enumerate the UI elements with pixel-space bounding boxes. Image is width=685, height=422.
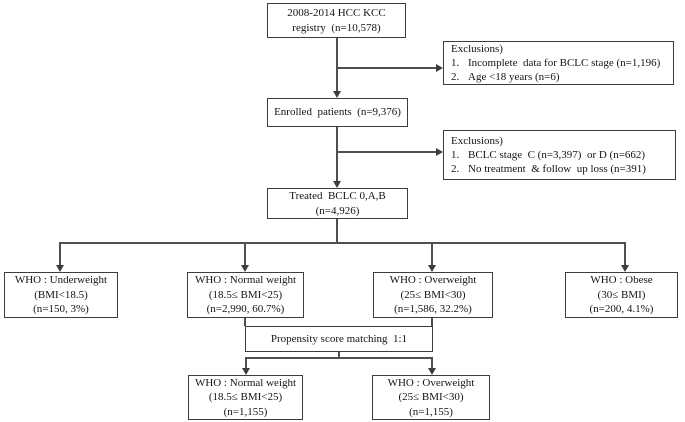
exclusions-2-item-2-number: 2.: [451, 163, 460, 176]
who-overweight-line3: (n=1,586, 32.2%): [394, 303, 472, 316]
propensity-matching-label: Propensity score matching 1:1: [270, 332, 408, 345]
exclusions-2-item-2-text: No treatment & follow up loss (n=391): [468, 163, 646, 176]
connector-split-matched-normal: [245, 357, 247, 369]
arrowhead-matched-normal: [242, 368, 250, 375]
who-overweight-line2: (25≤ BMI<30): [400, 288, 466, 301]
enrolled-line1: Enrolled patients (n=9,376): [274, 106, 401, 119]
registry-box: 2008-2014 HCC KCC registry (n=10,578): [267, 3, 406, 38]
exclusions-2-item-1-number: 1.: [451, 148, 460, 161]
connector-normal-matching: [244, 318, 246, 326]
connector-treated-branch: [336, 219, 338, 244]
who-overweight-box: WHO : Overweight (25≤ BMI<30) (n=1,586, …: [373, 272, 493, 318]
connector-overweight-matching: [431, 318, 433, 326]
exclusions-2-item-1: 1. BCLC stage C (n=3,397) or D (n=662): [451, 148, 645, 162]
arrowhead-overweight: [428, 265, 436, 272]
connector-branch-overweight: [431, 242, 433, 266]
exclusions-1-item-2: 2. Age <18 years (n=6): [451, 70, 560, 84]
exclusions-1-item-1-text: Incomplete data for BCLC stage (n=1,196): [468, 56, 661, 69]
who-normal-line3: (n=2,990, 60.7%): [206, 303, 285, 316]
arrowhead-exclusions-1: [436, 64, 443, 72]
connector-exclusions-2: [336, 151, 437, 153]
matched-overweight-line2: (25≤ BMI<30): [398, 391, 464, 404]
arrowhead-matched-overweight: [428, 368, 436, 375]
who-obese-line2: (30≤ BMI): [597, 288, 646, 301]
matched-normal-line2: (18.5≤ BMI<25): [208, 391, 283, 404]
split-horizontal-line: [245, 357, 433, 359]
treated-line2: (n=4,926): [315, 204, 360, 217]
connector-branch-obese: [624, 242, 626, 266]
registry-line1: 2008-2014 HCC KCC: [287, 6, 386, 19]
arrowhead-normal: [241, 265, 249, 272]
exclusions-1-item-2-number: 2.: [451, 71, 460, 84]
arrowhead-underweight: [56, 265, 64, 272]
connector-enrolled-treated: [336, 127, 338, 183]
connector-branch-normal: [244, 242, 246, 266]
exclusions-1-header: Exclusions): [451, 42, 503, 55]
who-overweight-line1: WHO : Overweight: [389, 274, 477, 287]
arrowhead-obese: [621, 265, 629, 272]
exclusions-2-item-1-text: BCLC stage C (n=3,397) or D (n=662): [468, 148, 646, 161]
connector-matching-split: [338, 352, 340, 358]
propensity-matching-box: Propensity score matching 1:1: [245, 326, 433, 352]
arrowhead-treated: [333, 181, 341, 188]
matched-overweight-line3: (n=1,155): [409, 405, 453, 418]
who-normal-line2: (18.5≤ BMI<25): [208, 288, 283, 301]
exclusions-2-box: Exclusions) 1. BCLC stage C (n=3,397) or…: [443, 130, 676, 180]
treated-line1: Treated BCLC 0,A,B: [289, 189, 386, 202]
connector-registry-enrolled: [336, 38, 338, 93]
treated-box: Treated BCLC 0,A,B (n=4,926): [267, 188, 408, 219]
exclusions-1-item-1: 1. Incomplete data for BCLC stage (n=1,1…: [451, 56, 660, 70]
who-normal-weight-box: WHO : Normal weight (18.5≤ BMI<25) (n=2,…: [187, 272, 304, 318]
registry-line2: registry (n=10,578): [292, 21, 381, 34]
connector-branch-underweight: [59, 242, 61, 266]
who-obese-box: WHO : Obese (30≤ BMI) (n=200, 4.1%): [565, 272, 678, 318]
exclusions-1-box: Exclusions) 1. Incomplete data for BCLC …: [443, 41, 674, 85]
who-underweight-box: WHO : Underweight (BMI<18.5) (n=150, 3%): [4, 272, 118, 318]
exclusions-1-item-1-number: 1.: [451, 56, 460, 69]
exclusions-1-item-2-text: Age <18 years (n=6): [468, 71, 560, 84]
who-underweight-line3: (n=150, 3%): [33, 303, 89, 316]
who-obese-line3: (n=200, 4.1%): [589, 303, 654, 316]
matched-normal-line3: (n=1,155): [223, 405, 268, 418]
exclusions-2-header: Exclusions): [451, 134, 503, 147]
matched-normal-line1: WHO : Normal weight: [194, 376, 297, 389]
connector-split-matched-overweight: [431, 357, 433, 369]
who-underweight-line2: (BMI<18.5): [34, 288, 88, 301]
branch-horizontal-line: [59, 242, 626, 244]
arrowhead-exclusions-2: [436, 148, 443, 156]
arrowhead-enrolled: [333, 91, 341, 98]
matched-overweight-line1: WHO : Overweight: [387, 376, 475, 389]
who-normal-line1: WHO : Normal weight: [194, 274, 297, 287]
exclusions-2-item-2: 2. No treatment & follow up loss (n=391): [451, 162, 646, 176]
connector-exclusions-1: [336, 67, 437, 69]
matched-overweight-box: WHO : Overweight (25≤ BMI<30) (n=1,155): [372, 375, 490, 420]
who-obese-line1: WHO : Obese: [590, 274, 653, 287]
who-underweight-line1: WHO : Underweight: [14, 274, 108, 287]
enrolled-box: Enrolled patients (n=9,376): [267, 98, 408, 127]
matched-normal-weight-box: WHO : Normal weight (18.5≤ BMI<25) (n=1,…: [188, 375, 303, 420]
